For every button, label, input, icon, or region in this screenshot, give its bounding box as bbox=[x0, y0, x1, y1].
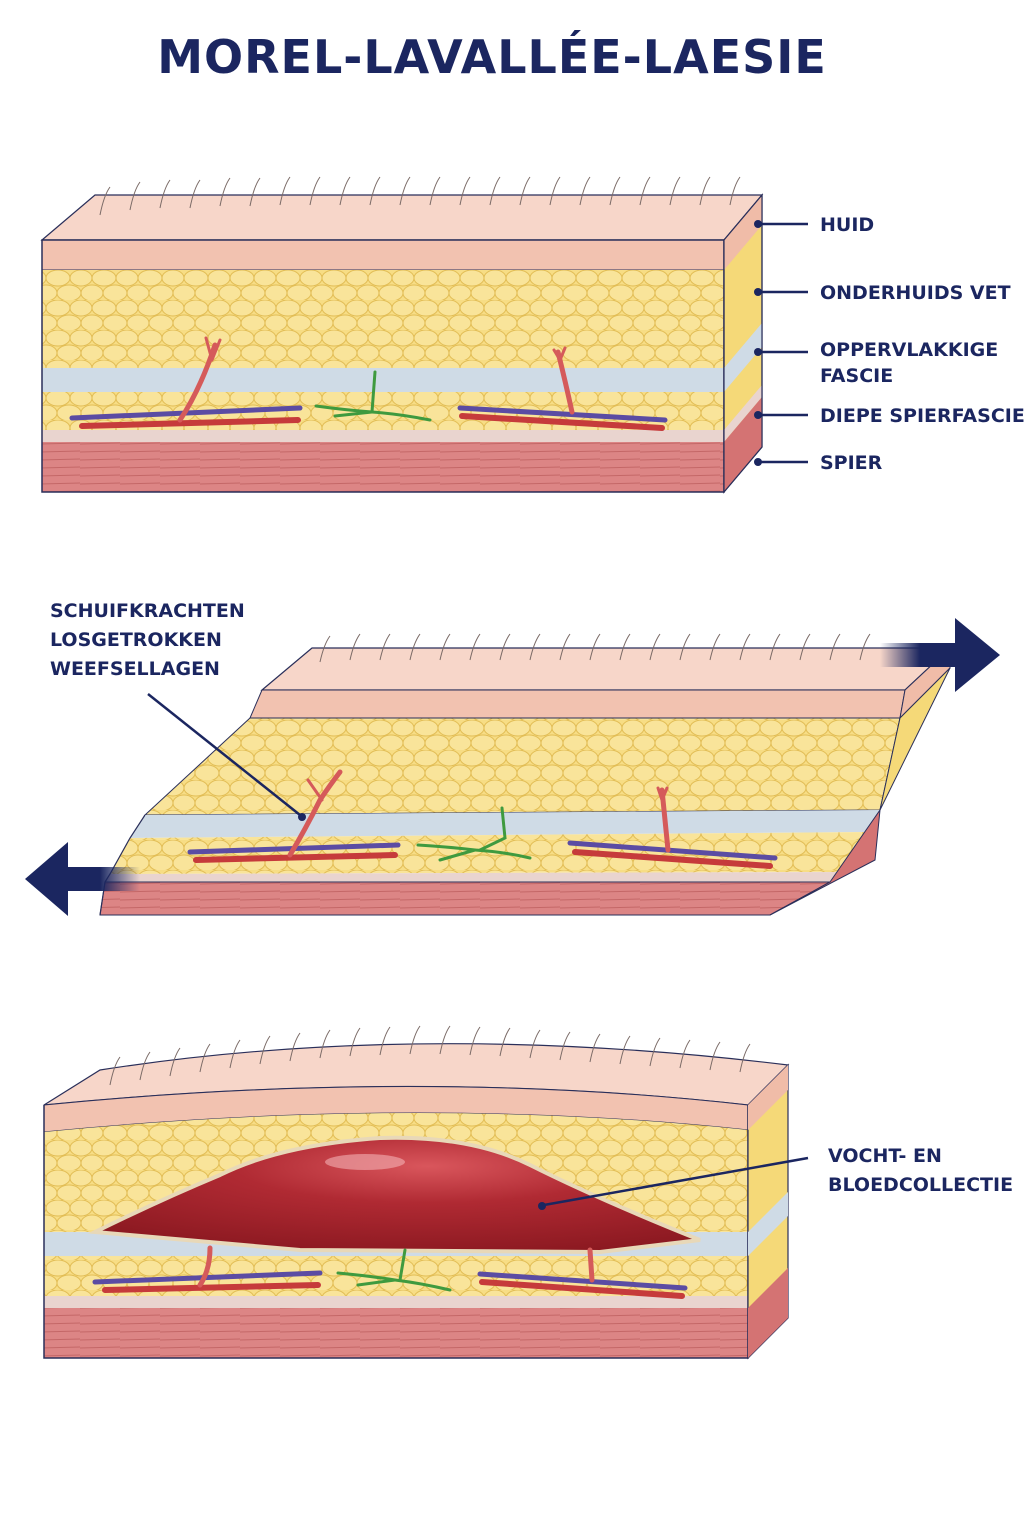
label-vocht-line1: VOCHT- EN bbox=[828, 1145, 942, 1167]
muscle-layer bbox=[42, 442, 724, 492]
fat-layer bbox=[42, 270, 724, 368]
lesion-muscle bbox=[44, 1308, 748, 1358]
fluid-label: VOCHT- EN BLOEDCOLLECTIE bbox=[538, 1145, 1013, 1210]
deep-fascia-layer bbox=[42, 430, 724, 442]
label-huid: HUID bbox=[820, 214, 874, 236]
shifted-skin-layer bbox=[249, 689, 906, 719]
label-oppervlakkige-fascie-line2: FASCIE bbox=[820, 365, 893, 387]
label-schuifkrachten-line2: LOSGETROKKEN bbox=[50, 629, 222, 651]
page-title: MOREL-LAVALLÉE-LAESIE bbox=[157, 30, 827, 84]
shear-block bbox=[99, 633, 952, 916]
shifted-fat-layer bbox=[143, 717, 901, 816]
skin-top bbox=[40, 194, 764, 241]
label-diepe-spierfascie: DIEPE SPIERFASCIE bbox=[820, 405, 1024, 427]
label-vocht-line2: BLOEDCOLLECTIE bbox=[828, 1174, 1013, 1196]
vessels-1 bbox=[69, 336, 668, 431]
label-oppervlakkige-fascie-line1: OPPERVLAKKIGE bbox=[820, 339, 998, 361]
label-schuifkrachten-line3: WEEFSELLAGEN bbox=[50, 658, 220, 680]
label-schuifkrachten-line1: SCHUIFKRACHTEN bbox=[50, 600, 245, 622]
superficial-fascia-layer bbox=[42, 368, 724, 392]
skin-layer bbox=[41, 239, 725, 271]
layer-labels: HUID ONDERHUIDS VET OPPERVLAKKIGE FASCIE… bbox=[754, 214, 1024, 474]
blood-collection bbox=[87, 1135, 701, 1255]
shear-arrow-left bbox=[25, 842, 140, 916]
nerve-1 bbox=[314, 370, 432, 422]
shear-label: SCHUIFKRACHTEN LOSGETROKKEN WEEFSELLAGEN bbox=[50, 600, 306, 821]
fixed-muscle bbox=[99, 881, 831, 916]
label-spier: SPIER bbox=[820, 452, 883, 474]
lesion-block bbox=[43, 1025, 790, 1360]
shear-arrow-right bbox=[880, 618, 1000, 692]
label-onderhuids-vet: ONDERHUIDS VET bbox=[820, 282, 1011, 304]
lesion-deep-fascia bbox=[44, 1296, 748, 1308]
shifted-skin-top bbox=[260, 647, 952, 691]
fixed-deep-fascia bbox=[105, 872, 840, 882]
normal-anatomy-block bbox=[40, 176, 764, 494]
hair bbox=[99, 176, 741, 216]
